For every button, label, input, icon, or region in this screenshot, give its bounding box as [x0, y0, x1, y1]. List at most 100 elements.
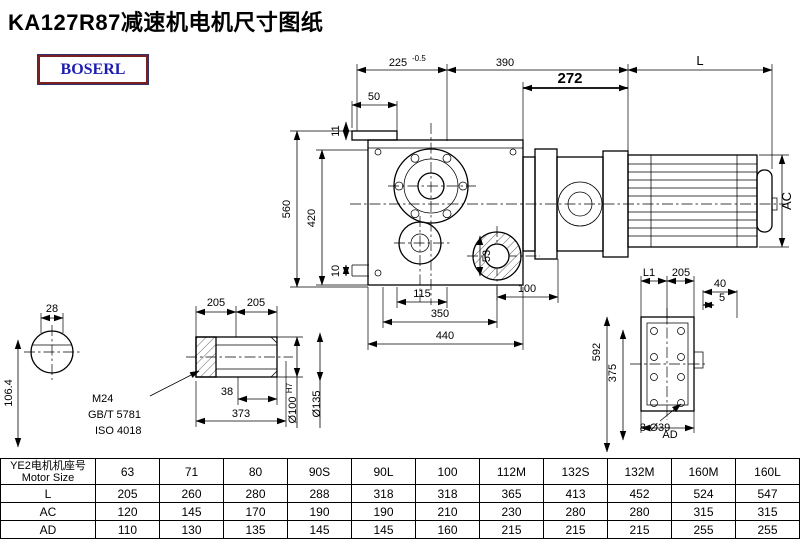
table-row-AD: AD 110 130 135 145 145 160 215 215 215 2…: [0, 520, 800, 539]
centerlines: [24, 123, 788, 420]
dim-d100H7-fit: H7: [285, 382, 294, 393]
row-label: L: [0, 484, 96, 503]
table-cell: 255: [735, 520, 800, 539]
table-cell: 190: [287, 502, 352, 521]
dim-560-label: 560: [281, 200, 293, 218]
dim-d100H7-label: Ø100: [287, 397, 299, 424]
dim-53-label: 53: [481, 250, 493, 262]
table-cell: 365: [479, 484, 544, 503]
page-title: KA127R87减速机电机尺寸图纸: [8, 10, 324, 35]
table-cell: 135: [223, 520, 288, 539]
dim-38-label: 38: [221, 386, 233, 398]
table-cell: 190: [351, 502, 416, 521]
dim-L1-label: L1: [643, 267, 655, 279]
table-row-L: L 205 260 280 288 318 318 365 413 452 52…: [0, 484, 800, 503]
dim-5-label: 5: [719, 292, 725, 304]
table-cell: 260: [159, 484, 224, 503]
dim-440-label: 440: [436, 330, 454, 342]
dim-592-label: 592: [591, 343, 603, 361]
dim-205a-label: 205: [207, 297, 225, 309]
table-header-cell: 63: [95, 458, 160, 485]
table-header-cell: 112M: [479, 458, 544, 485]
table-header-cell: 132S: [543, 458, 608, 485]
motor-rear-view: [640, 316, 704, 412]
table-cell: 160: [415, 520, 480, 539]
dim-225-label: 225: [389, 57, 407, 69]
table-cell: 280: [223, 484, 288, 503]
extension-lines: [40, 64, 789, 433]
table-cell: 210: [415, 502, 480, 521]
dim-225-tolerance: -0.5: [412, 54, 426, 63]
table-header-cell: 80: [223, 458, 288, 485]
standard-iso4018: ISO 4018: [95, 425, 141, 437]
table-cell: 255: [671, 520, 736, 539]
table-cell: 215: [479, 520, 544, 539]
table-header-cn: YE2电机机座号: [10, 459, 86, 472]
table-cell: 120: [95, 502, 160, 521]
table-cell: 315: [735, 502, 800, 521]
thread-callout-m24: M24: [92, 393, 113, 405]
dimension-lines: [14, 66, 786, 453]
table-cell: 130: [159, 520, 224, 539]
motor-fins: [628, 155, 757, 247]
dim-375-label: 375: [607, 364, 619, 382]
table-cell: 318: [415, 484, 480, 503]
dim-8xd39-label: 8-Ø39: [640, 422, 671, 434]
table-cell: 315: [671, 502, 736, 521]
table-header-en: Motor Size: [21, 471, 75, 484]
dim-10-label: 10: [330, 265, 342, 277]
table-header-cell: 100: [415, 458, 480, 485]
table-cell: 145: [159, 502, 224, 521]
shaft-end-view: [30, 330, 74, 374]
table-cell: 145: [351, 520, 416, 539]
boserl-logo: BOSERL: [38, 55, 148, 84]
table-cell: 452: [607, 484, 672, 503]
dim-205c-label: 205: [672, 267, 690, 279]
table-cell: 215: [607, 520, 672, 539]
dim-106-4-label: 106.4: [3, 379, 15, 407]
table-header-cell: 160M: [671, 458, 736, 485]
dim-390-label: 390: [496, 57, 514, 69]
row-label: AC: [0, 502, 96, 521]
dim-373-label: 373: [232, 408, 250, 420]
dim-28-label: 28: [46, 303, 58, 315]
dim-100-label: 100: [518, 283, 536, 295]
table-cell: 215: [543, 520, 608, 539]
dim-115-label: 115: [413, 288, 431, 300]
table-cell: 280: [543, 502, 608, 521]
table-cell: 280: [607, 502, 672, 521]
table-cell: 318: [351, 484, 416, 503]
dim-420-label: 420: [306, 209, 318, 227]
dim-d135-label: Ø135: [311, 391, 323, 418]
shaft-side-view: [195, 336, 278, 378]
standard-gb5781: GB/T 5781: [88, 409, 141, 421]
table-cell: 524: [671, 484, 736, 503]
table-header-cell: 90L: [351, 458, 416, 485]
dim-50-label: 50: [368, 91, 380, 103]
dim-L-label: L: [696, 53, 703, 68]
dim-40-label: 40: [714, 278, 726, 290]
dim-205b-label: 205: [247, 297, 265, 309]
table-header-cell: 160L: [735, 458, 800, 485]
table-header-cell: 132M: [607, 458, 672, 485]
technical-drawing: 50 225 -0.5 390 272 L 11 560 420 10 53 1…: [3, 53, 794, 453]
table-row-AC: AC 120 145 170 190 190 210 230 280 280 3…: [0, 502, 800, 521]
row-label: AD: [0, 520, 96, 539]
table-cell: 145: [287, 520, 352, 539]
table-header-motor-size: YE2电机机座号 Motor Size: [0, 458, 96, 485]
table-cell: 413: [543, 484, 608, 503]
table-cell: 170: [223, 502, 288, 521]
dim-AC-label: AC: [779, 192, 794, 210]
table-header-row: YE2电机机座号 Motor Size 63 71 80 90S 90L 100…: [0, 458, 800, 485]
motor-size-table: YE2电机机座号 Motor Size 63 71 80 90S 90L 100…: [0, 458, 800, 539]
table-cell: 230: [479, 502, 544, 521]
table-cell: 288: [287, 484, 352, 503]
dim-AD-label: AD: [662, 429, 677, 441]
gearbox-front-view: [351, 130, 524, 286]
table-cell: 547: [735, 484, 800, 503]
dim-11-label: 11: [330, 125, 342, 136]
motor-side-view: [522, 148, 778, 260]
table-cell: 110: [95, 520, 160, 539]
table-cell: 205: [95, 484, 160, 503]
